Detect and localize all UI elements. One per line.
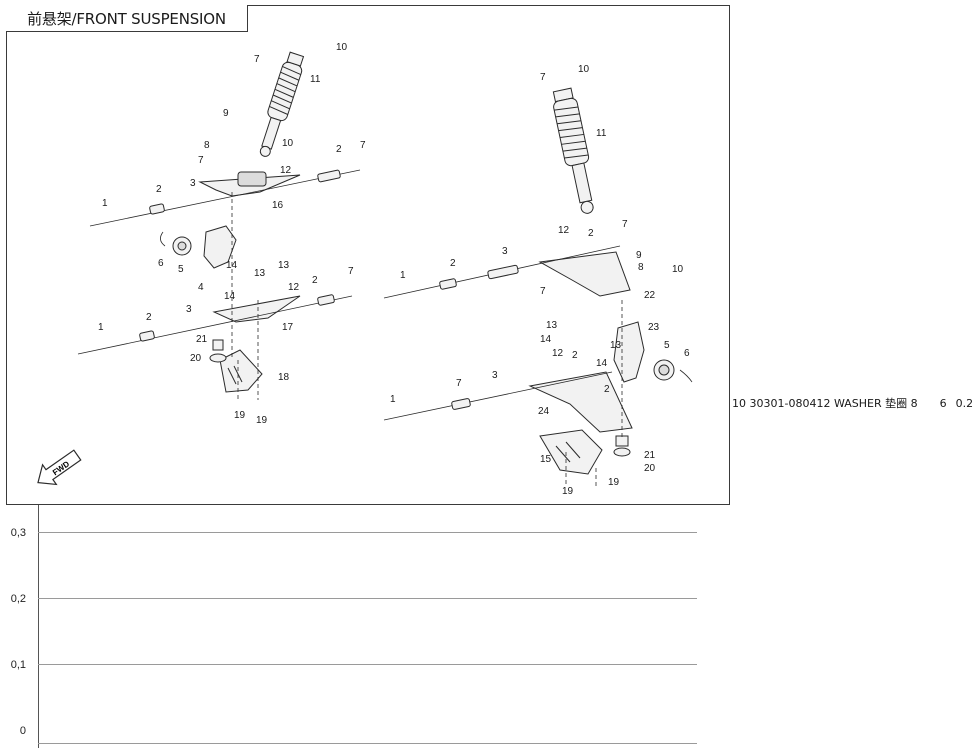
left-callout-13: 13 [278,260,290,271]
left-callout-1: 1 [98,322,104,333]
left-callout-19: 19 [256,415,268,426]
parts-list-row: 10 30301-080412 WASHER 垫圈 8 6 0.2 [732,395,973,411]
left-callout-6: 6 [158,258,164,269]
right-callout-3: 3 [502,246,508,257]
y-tick-label: 0,3 [11,527,26,539]
left-callout-7: 7 [360,140,366,151]
right-callout-2: 2 [604,384,610,395]
left-callout-12: 12 [288,282,300,293]
right-callout-13: 13 [610,340,622,351]
right-callout-7: 7 [540,72,546,83]
left-callout-10: 10 [282,138,294,149]
left-callout-14: 14 [224,291,236,302]
parts-row-item: 10 [732,397,746,410]
left-callout-2: 2 [312,275,318,286]
right-callout-5: 5 [664,340,670,351]
right-steering-knuckle [613,321,645,383]
right-callout-21: 21 [644,450,656,461]
right-callout-14: 14 [540,334,552,345]
left-callout-7: 7 [198,155,204,166]
right-callout-19: 19 [608,477,620,488]
left-callout-21: 21 [196,334,208,345]
left-callout-20: 20 [190,353,202,364]
parts-row-qty: 6 [939,397,947,410]
right-callout-24: 24 [538,406,550,417]
left-callout-4: 4 [198,282,204,293]
left-steering-knuckle [203,225,237,269]
right-callout-12: 12 [558,225,570,236]
left-callout-12: 12 [280,165,292,176]
right-callout-1: 1 [400,270,406,281]
right-callout-12: 12 [552,348,564,359]
y-tick-label: 0,2 [11,593,26,605]
left-callout-17: 17 [282,322,294,333]
right-assembly [383,87,693,488]
left-callout-3: 3 [190,178,196,189]
diagram-title: 前悬架/FRONT SUSPENSION [6,5,248,32]
left-callout-1: 1 [102,198,108,209]
left-callout-2: 2 [156,184,162,195]
right-skid-plate [539,429,603,475]
right-callout-2: 2 [588,228,594,239]
left-lower-a-arm [212,295,301,323]
left-upper-sleeve [149,203,165,215]
y-tick-label: 0 [20,725,26,737]
parts-row-weight: 0.2 [955,397,974,410]
left-callout-13: 13 [254,268,266,279]
right-callout-7: 7 [456,378,462,389]
right-callout-7: 7 [622,219,628,230]
right-callout-14: 14 [596,358,608,369]
left-callout-5: 5 [178,264,184,275]
parts-row-part-number: 30301-080412 [749,397,831,410]
right-callout-7: 7 [540,286,546,297]
right-callout-20: 20 [644,463,656,474]
right-callout-3: 3 [492,370,498,381]
right-callout-9: 9 [636,250,642,261]
parts-row-name: WASHER 垫圈 [833,397,908,410]
left-assembly [77,51,361,400]
left-shock-absorber [259,51,305,157]
right-callout-10: 10 [672,264,684,275]
left-callout-7: 7 [254,54,260,65]
right-callout-2: 2 [572,350,578,361]
right-lower-a-arm [528,371,633,433]
left-callout-16: 16 [272,200,284,211]
left-callout-14: 14 [226,260,238,271]
right-callout-2: 2 [450,258,456,269]
right-callout-10: 10 [578,64,590,75]
right-callout-1: 1 [390,394,396,405]
right-callout-8: 8 [638,262,644,273]
right-callout-13: 13 [546,320,558,331]
left-callout-18: 18 [278,372,290,383]
left-callout-10: 10 [336,42,348,53]
right-callout-19: 19 [562,486,574,497]
left-callout-8: 8 [204,140,210,151]
left-callout-7: 7 [348,266,354,277]
y-tick-label: 0,1 [11,659,26,671]
left-callout-11: 11 [310,74,321,85]
right-shock-absorber [552,87,594,214]
right-callout-6: 6 [684,348,690,359]
left-callout-3: 3 [186,304,192,315]
right-callout-11: 11 [596,128,607,139]
left-upper-bushing [237,171,267,187]
right-callout-22: 22 [644,290,656,301]
right-callout-23: 23 [648,322,660,333]
left-callout-19: 19 [234,410,246,421]
left-callout-2: 2 [146,312,152,323]
empty-chart: 0,3 0,2 0,1 0 [11,505,697,748]
right-callout-15: 15 [540,454,552,465]
left-callout-2: 2 [336,144,342,155]
left-callout-9: 9 [223,108,229,119]
fwd-arrow-icon: FWD [37,449,82,486]
left-skid-plate [219,349,263,393]
right-upper-a-arm [538,251,631,297]
parts-row-spec: 8 [910,397,918,410]
